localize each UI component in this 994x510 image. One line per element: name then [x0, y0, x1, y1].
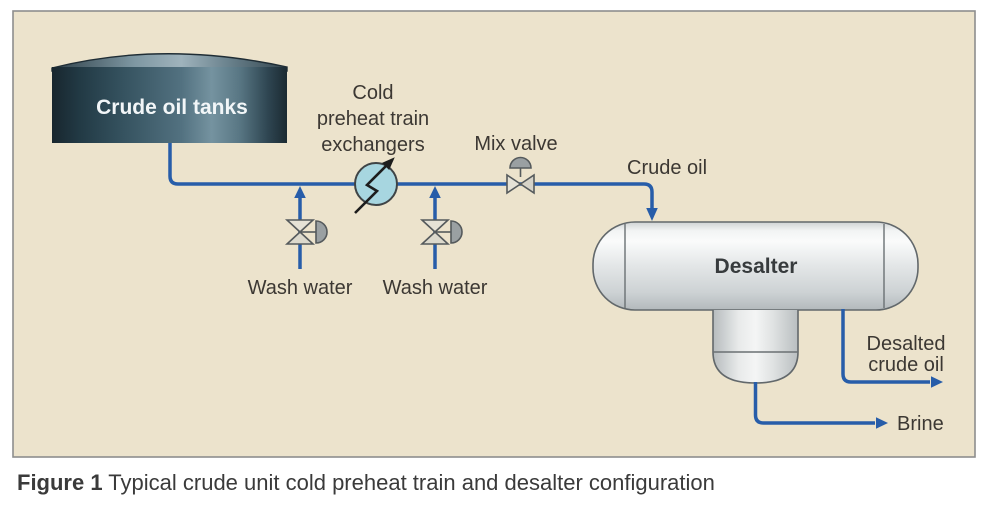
desalter-label: Desalter	[715, 255, 798, 278]
crude-oil-label: Crude oil	[627, 157, 707, 179]
valve-body-bottom	[284, 230, 316, 245]
wash-water-arrow-1	[294, 186, 306, 198]
valve-body-left	[506, 173, 522, 195]
tank-label: Crude oil tanks	[96, 96, 248, 119]
desalter-boot	[712, 310, 799, 384]
figure-caption: Figure 1 Typical crude unit cold preheat…	[17, 470, 715, 496]
exchanger-zigzag-icon	[354, 164, 388, 214]
heat-exchanger	[354, 157, 398, 214]
wash-water-valve-2	[419, 219, 463, 245]
figure-caption-text: Typical crude unit cold preheat train an…	[102, 470, 715, 495]
valve-actuator-icon	[450, 220, 463, 244]
valve-body-top	[284, 219, 316, 234]
brine-arrow	[876, 417, 888, 429]
valve-actuator-icon	[315, 220, 328, 244]
desalter-vessel: Desalter	[592, 221, 919, 384]
exchanger-label-line3: exchangers	[321, 134, 424, 156]
crude-oil-tank: Crude oil tanks	[51, 53, 288, 143]
wash-water-label-2: Wash water	[383, 277, 488, 299]
exchanger-label-line2: preheat train	[317, 108, 429, 130]
wash-water-label-1: Wash water	[248, 277, 353, 299]
exchanger-label-line1: Cold	[352, 82, 393, 104]
mix-valve	[506, 156, 535, 195]
brine-pipe	[753, 382, 875, 425]
exchanger-circle-icon	[354, 162, 398, 206]
wash-water-valve-1	[284, 219, 328, 245]
tank-roof	[51, 53, 288, 72]
figure-caption-number: Figure 1	[17, 470, 103, 495]
desalted-crude-pipe	[841, 309, 930, 384]
crude-oil-pipe	[168, 143, 654, 209]
desalted-crude-arrow	[931, 376, 943, 388]
desalted-crude-label-line1: Desalted	[867, 333, 946, 355]
wash-water-arrow-2	[429, 186, 441, 198]
valve-body-top	[419, 219, 451, 234]
crude-oil-inlet-arrow	[646, 208, 658, 221]
desalted-crude-label-line2: crude oil	[868, 354, 944, 376]
mix-valve-label: Mix valve	[474, 133, 557, 155]
valve-body-right	[519, 173, 535, 195]
valve-body-bottom	[419, 230, 451, 245]
exchanger-arrowhead-icon	[382, 157, 395, 170]
tank-body	[52, 67, 287, 143]
valve-actuator-icon	[509, 156, 532, 169]
brine-label: Brine	[897, 413, 944, 435]
